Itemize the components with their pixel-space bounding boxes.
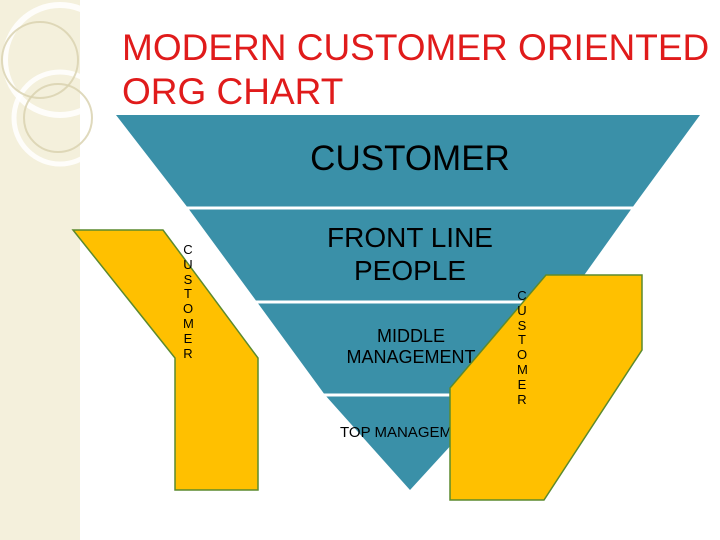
tier-customer-shape [116, 115, 700, 208]
decorative-ring-1 [2, 2, 118, 118]
tier-customer-label: CUSTOMER [310, 139, 510, 178]
decorative-ring-4 [23, 83, 93, 153]
tier-front-line-shape [188, 208, 632, 302]
left-customer-parallelogram [71, 229, 259, 491]
right-customer-text: CUSTOMER [517, 288, 528, 407]
tier-top-management-label: TOP MANAGEMENT [340, 424, 482, 441]
right-customer-parallelogram [449, 274, 643, 501]
decorative-ring-2 [11, 69, 109, 167]
tier-middle-management-label: MIDDLE MANAGEMENT [346, 326, 476, 367]
slide-title: MODERN CUSTOMER ORIENTED ORG CHART [122, 27, 710, 112]
left-customer-text: CUSTOMER [183, 242, 194, 361]
left-customer-vertical-label: CUSTOMER [175, 242, 201, 361]
right-customer-vertical-label: CUSTOMER [509, 288, 535, 407]
decorative-rings [1, 2, 118, 167]
decorative-ring-3 [1, 21, 79, 99]
tier-front-line-label: FRONT LINE PEOPLE [327, 222, 493, 286]
